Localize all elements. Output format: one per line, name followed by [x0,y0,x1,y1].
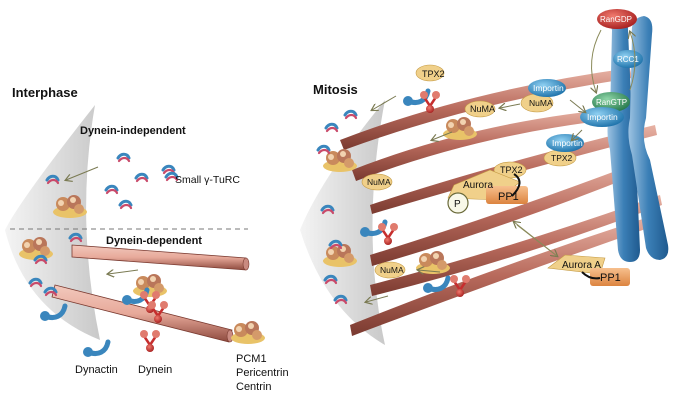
tpx2-label-top: TPX2 [422,69,445,79]
importin-label-1: Importin [533,83,564,93]
pcm1-label: PCM1 [236,353,267,365]
aurora-a-label: Aurora A [562,260,601,271]
interphase-pcm-transit [133,274,167,297]
mitosis-dynein-2 [376,221,400,247]
rcc1-label: RCC1 [617,55,639,64]
centrin-label: Centrin [236,381,271,393]
rangtp-node [592,92,630,112]
rangdp-label: RanGDP [600,15,632,24]
tpx2-label-complex: TPX2 [500,165,523,175]
legend-pcm-icon [231,321,265,344]
legend-dynein-icon [138,328,162,354]
rangtp-label: RanGTP [596,98,627,107]
interphase-centrosome [5,105,100,340]
numa-label-top: NuMA [470,104,495,114]
mitosis-arrow-7 [572,129,583,140]
mitosis-arrow-1 [372,95,397,110]
dynein-label: Dynein [138,364,172,376]
aurora-label: Aurora [463,180,493,191]
dynactin-label: Dynactin [75,364,118,376]
phospho-label: P [454,199,461,210]
tpx2-label-importin: TPX2 [551,153,573,163]
mitosis-arrow-5 [500,104,521,108]
rcc1-node [613,50,643,68]
interphase-microtubule-1 [71,244,250,271]
rangdp-node [597,9,637,29]
aurora-exchange-arrow-2 [514,222,558,257]
aurora-a-pp1-complex [547,254,630,286]
mitosis-arrow-2 [432,131,453,140]
interphase-panel: Interphase Dynein-independent Dynein-dep… [5,85,289,393]
dynein-independent-label: Dynein-independent [80,125,186,137]
numa-label-lower: NuMA [380,265,404,275]
mitosis-centrosome [300,100,385,345]
interphase-title: Interphase [12,85,78,100]
phospho-circle [447,192,469,214]
pp1-label-1: PP1 [498,191,519,203]
mitosis-arrow-4 [366,295,389,302]
chromosome [607,12,669,262]
mitosis-arrow-6 [569,99,585,112]
interphase-arrow-2 [108,270,139,274]
importin-at-chromosome [580,107,624,127]
pp1-label-2: PP1 [600,272,621,284]
mitosis-arrow-3 [418,270,441,272]
ran-cycle [580,9,643,127]
small-turc-label: Small γ-TuRC [175,174,240,186]
mitosis-title: Mitosis [313,82,358,97]
importin-label-3: Importin [587,112,618,122]
numa-label-centrosome: NuMA [367,177,391,187]
importin-label-2: Importin [552,138,583,148]
pericentrin-label: Pericentrin [236,367,289,379]
numa-label-importin: NuMA [529,98,553,108]
importin-numa-complex [520,79,566,113]
mitosis-panel: Mitosis TPX2 NuMA NuMA Importin Importin… [300,9,669,345]
tpx2-aurora-pp1-complex [447,161,528,214]
mitosis-pcm-1 [443,117,477,140]
legend-dynactin-icon [83,342,108,357]
interphase-arrow-1 [66,166,99,180]
dynein-dependent-label: Dynein-dependent [106,235,202,247]
